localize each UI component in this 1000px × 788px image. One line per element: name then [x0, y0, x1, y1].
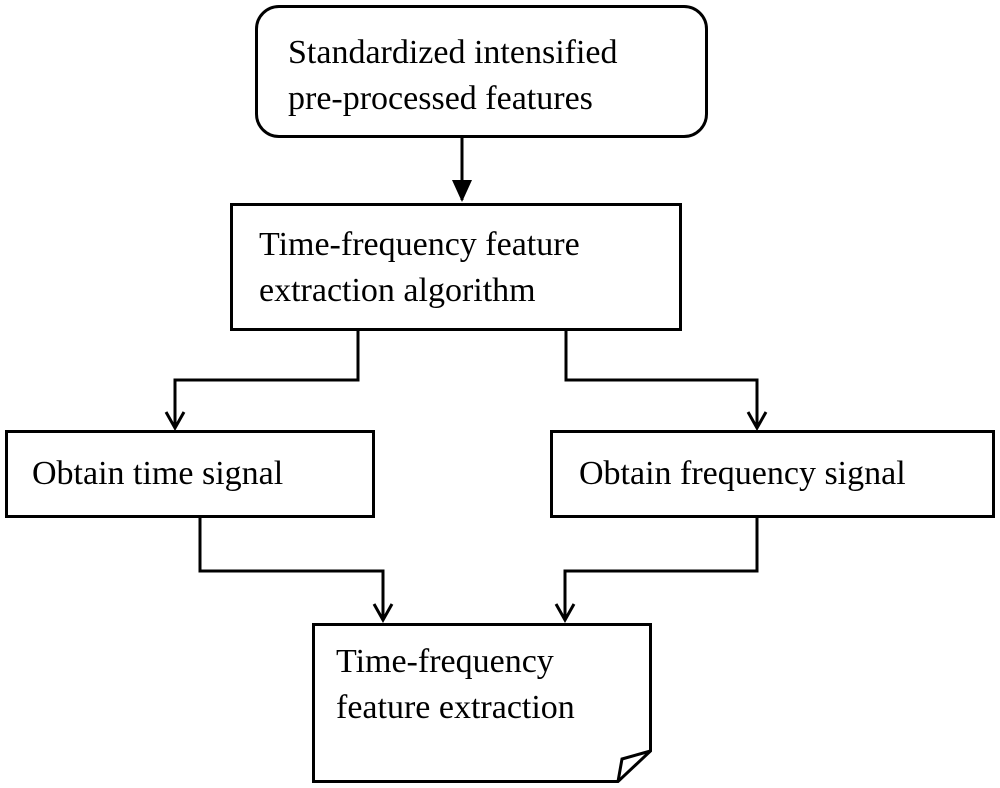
arrowhead-icon: [452, 180, 472, 202]
time-signal-node: Obtain time signal: [5, 430, 375, 518]
edge-frequency-signal-to-output: [563, 518, 759, 620]
extraction-algorithm-node: Time-frequency feature extraction algori…: [230, 203, 682, 331]
document-shape: [312, 623, 652, 783]
input-features-line2: pre-processed features: [288, 80, 593, 117]
frequency-signal-label: Obtain frequency signal: [579, 455, 906, 492]
time-signal-label: Obtain time signal: [32, 455, 284, 492]
edge-algorithm-to-time-signal: [173, 331, 360, 428]
extraction-algorithm-line1: Time-frequency feature: [259, 226, 580, 263]
arrowhead-icon: [554, 603, 576, 624]
feature-extraction-output-node: Time-frequency feature extraction: [312, 623, 652, 783]
arrowhead-icon: [746, 411, 768, 432]
arrowhead-icon: [372, 603, 394, 624]
feature-extraction-output-line1: Time-frequency: [336, 643, 554, 680]
feature-extraction-output-line2: feature extraction: [336, 689, 575, 726]
edge-time-signal-to-output: [198, 518, 385, 620]
extraction-algorithm-line2: extraction algorithm: [259, 272, 536, 309]
input-features-node: Standardized intensified pre-processed f…: [255, 5, 708, 138]
arrowhead-icon: [164, 411, 186, 432]
input-features-line1: Standardized intensified: [288, 34, 618, 71]
edge-algorithm-to-frequency-signal: [564, 331, 759, 428]
frequency-signal-node: Obtain frequency signal: [550, 430, 995, 518]
